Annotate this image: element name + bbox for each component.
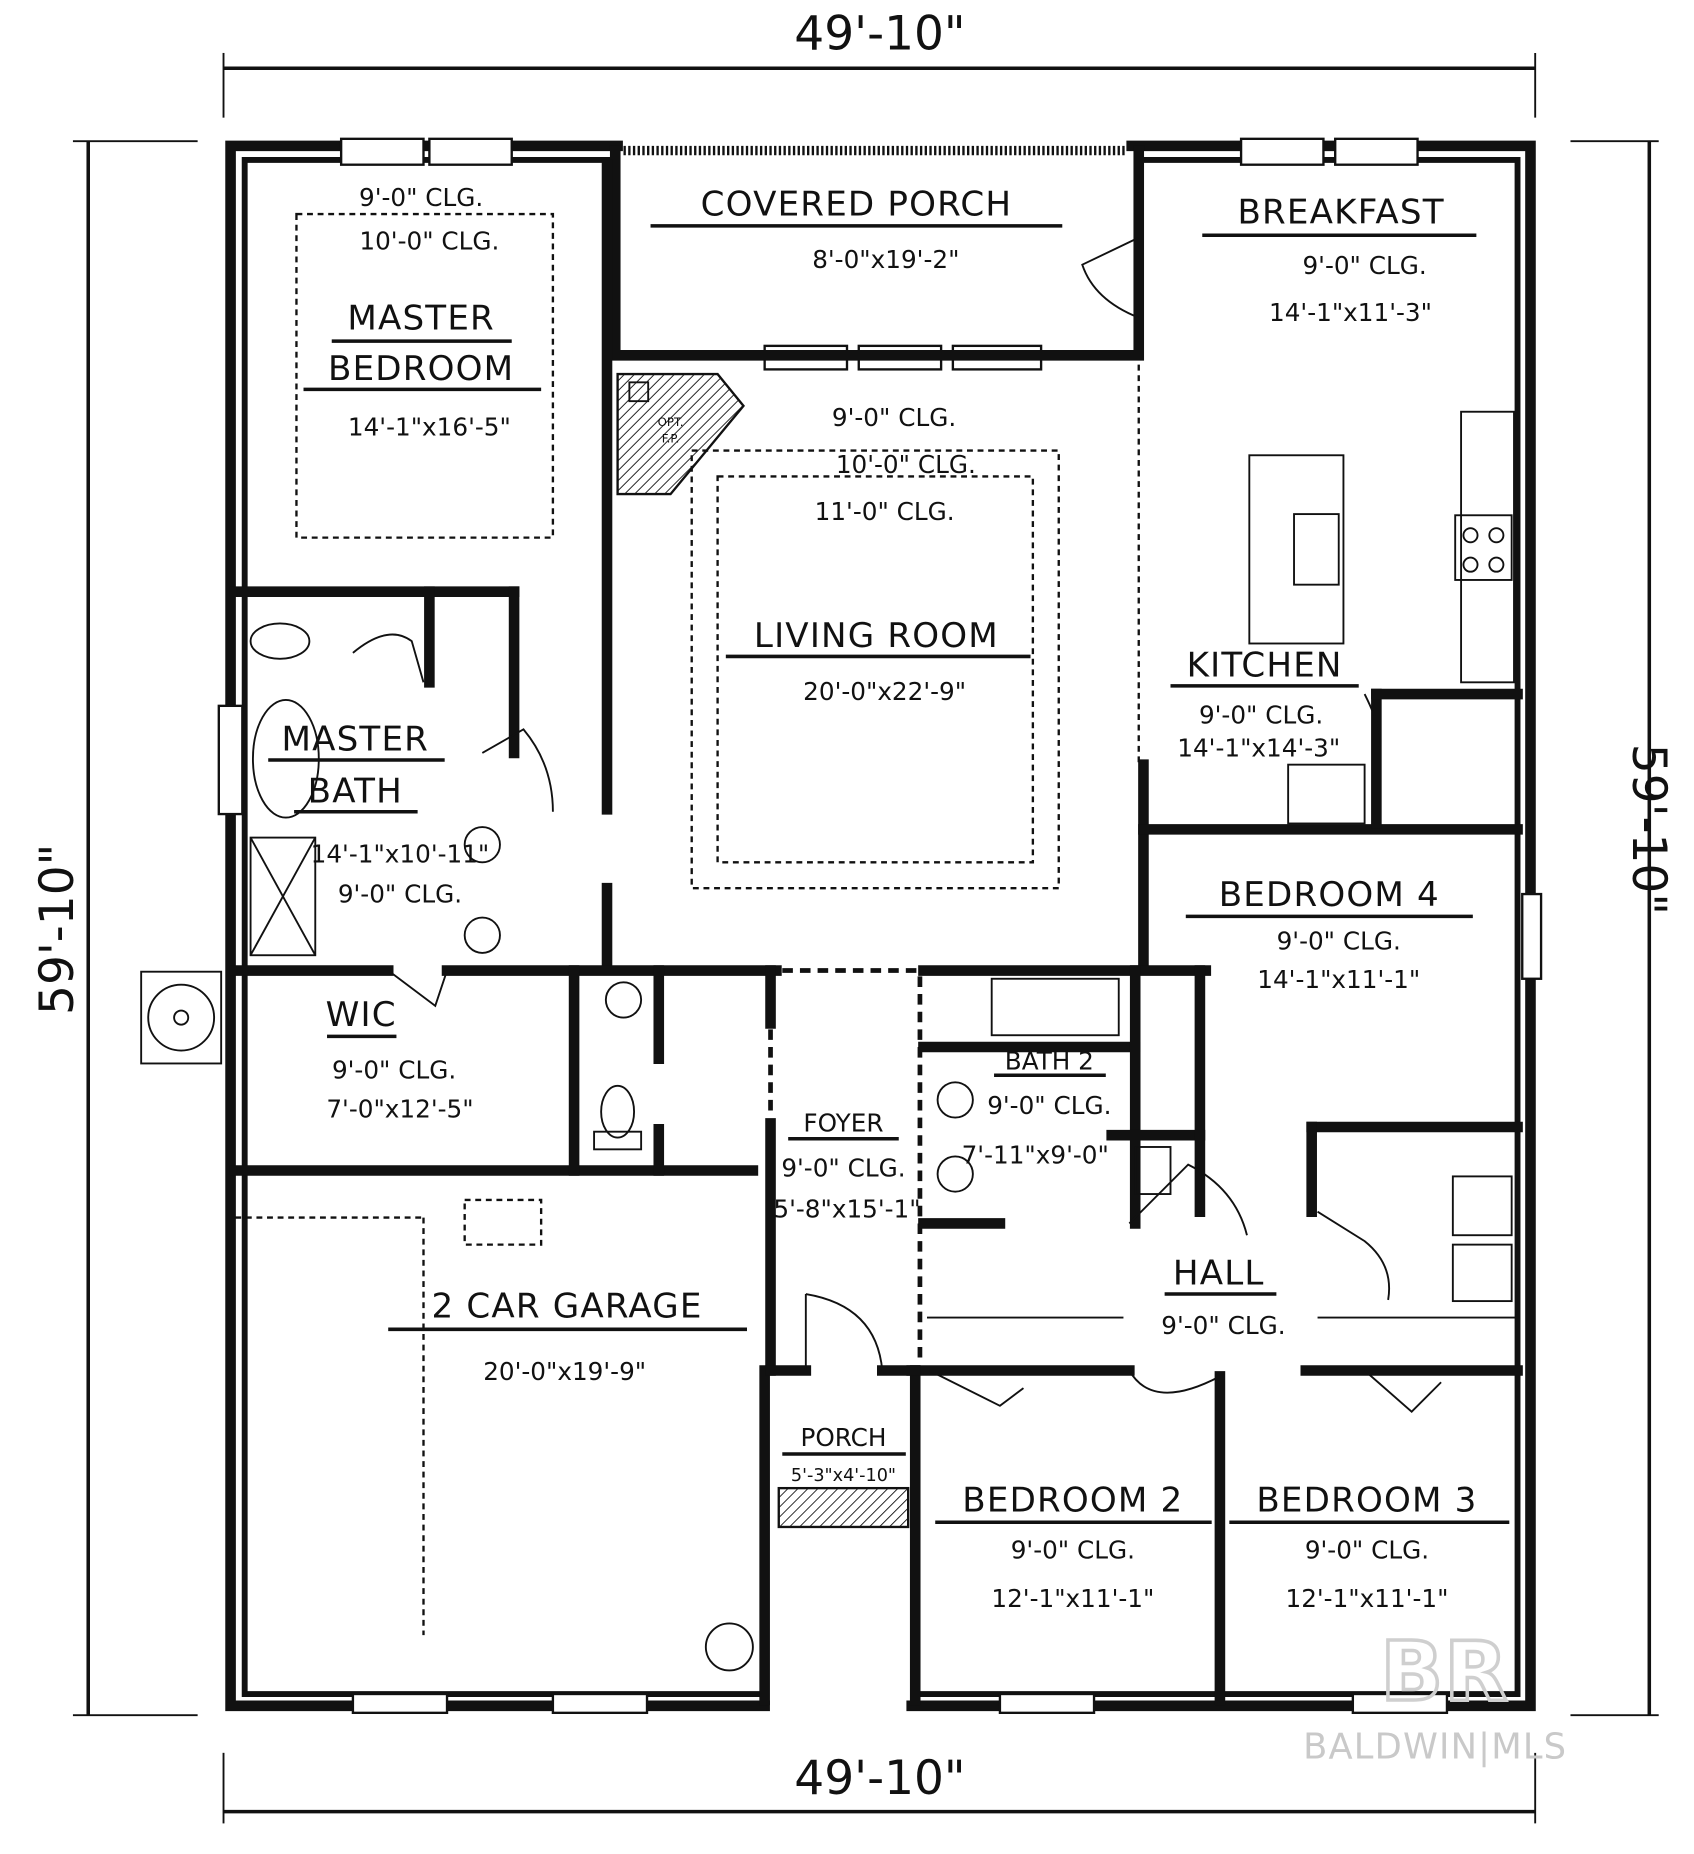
ceiling-label: 10'-0" CLG. [836,450,976,479]
room-bedroom-4: BEDROOM 4 9'-0" CLG. 14'-1"x11'-1" [1185,875,1473,994]
room-title: KITCHEN [1187,645,1343,685]
room-size: 20'-0"x19'-9" [483,1357,646,1386]
ceiling-label: 9'-0" CLG. [1011,1536,1135,1565]
room-size: 14'-1"x11'-1" [1257,965,1420,994]
room-size: 7'-11"x9'-0" [962,1140,1109,1169]
ceiling-label: 9'-0" CLG. [1161,1311,1285,1340]
room-bath-2: BATH 2 9'-0" CLG. 7'-11"x9'-0" [962,1046,1112,1169]
room-size: 14'-1"x11'-3" [1269,298,1432,327]
room-title: FOYER [803,1109,883,1138]
room-living-room: 9'-0" CLG. 10'-0" CLG. 11'-0" CLG. LIVIN… [725,403,1031,706]
living-tray-ceiling-inner [716,475,1035,864]
ceiling-label: 11'-0" CLG. [815,497,955,526]
room-title: WIC [326,995,397,1035]
dimension-top-label: 49'-10" [794,6,965,61]
room-size: 14'-1"x16'-5" [348,412,511,441]
dimension-bottom-label: 49'-10" [794,1751,965,1806]
room-covered-porch: COVERED PORCH 8'-0"x19'-2" [650,184,1063,274]
ceiling-label: 9'-0" CLG. [359,183,483,212]
room-title: 2 CAR GARAGE [431,1287,702,1327]
dimension-top: 49'-10" [222,6,1537,118]
room-porch: PORCH 5'-3"x4'-10" [782,1423,906,1486]
room-size: 20'-0"x22'-9" [803,677,966,706]
room-title: BEDROOM 4 [1219,875,1440,915]
room-size: 12'-1"x11'-1" [991,1584,1154,1613]
room-foyer: FOYER 9'-0" CLG. 5'-8"x15'-1" [773,1109,920,1224]
fireplace-label-1: OPT. [658,415,684,429]
dimension-left: 59'-10" [30,140,198,1717]
room-title: COVERED PORCH [701,184,1013,224]
room-master-bath: MASTER BATH 14'-1"x10'-11" 9'-0" CLG. [268,720,490,908]
room-bedroom-3: BEDROOM 3 9'-0" CLG. 12'-1"x11'-1" [1229,1481,1510,1613]
watermark-logo: BR BALDWIN|MLS [1303,1623,1567,1768]
dimension-bottom: 49'-10" [222,1751,1537,1824]
room-size: 12'-1"x11'-1" [1285,1584,1448,1613]
room-kitchen: KITCHEN 9'-0" CLG. 14'-1"x14'-3" [1170,645,1359,762]
room-title: LIVING ROOM [754,616,999,656]
room-title: BEDROOM 2 [962,1481,1183,1521]
room-title: MASTER [281,720,429,760]
ceiling-label: 9'-0" CLG. [338,879,462,908]
master-tray-ceiling [295,212,555,539]
ceiling-label: 9'-0" CLG. [781,1153,905,1182]
ceiling-label: 9'-0" CLG. [332,1056,456,1085]
ceiling-label: 9'-0" CLG. [1199,700,1323,729]
room-title: BEDROOM 3 [1256,1481,1477,1521]
room-bedroom-2: BEDROOM 2 9'-0" CLG. 12'-1"x11'-1" [935,1481,1212,1613]
room-size: 8'-0"x19'-2" [812,245,959,274]
ceiling-label: 10'-0" CLG. [359,226,499,255]
dimension-right: 59'-10" [1570,140,1676,1717]
ac-unit-icon [140,970,223,1065]
fixtures: OPT. F.P. [140,236,1515,1672]
ceiling-label: 9'-0" CLG. [987,1091,1111,1120]
room-hall: HALL 9'-0" CLG. [1161,1254,1285,1340]
room-breakfast: BREAKFAST 9'-0" CLG. 14'-1"x11'-3" [1202,193,1477,327]
room-title: BEDROOM [328,349,514,389]
dimension-right-label: 59'-10" [1621,744,1676,915]
room-title: BATH [308,771,403,811]
living-tray-ceiling-outer [690,449,1060,890]
ceiling-label: 9'-0" CLG. [1302,251,1426,280]
fireplace-label-2: F.P. [662,431,680,445]
watermark-logo-letters: BR [1380,1625,1509,1720]
watermark-text: BALDWIN|MLS [1303,1727,1567,1768]
room-size: 14'-1"x10'-11" [311,839,490,868]
room-title: PORCH [800,1423,886,1452]
room-size: 5'-8"x15'-1" [773,1195,920,1224]
room-wic: WIC 9'-0" CLG. 7'-0"x12'-5" [326,995,474,1124]
ceiling-label: 9'-0" CLG. [1305,1536,1429,1565]
ceiling-label: 9'-0" CLG. [1277,926,1401,955]
room-size: 14'-1"x14'-3" [1177,733,1340,762]
ceiling-label: 9'-0" CLG. [832,403,956,432]
room-title: BREAKFAST [1237,193,1444,233]
dimension-left-label: 59'-10" [30,844,85,1015]
room-title: HALL [1173,1254,1265,1294]
room-title: MASTER [347,298,495,338]
room-size: 7'-0"x12'-5" [326,1095,473,1124]
room-size: 5'-3"x4'-10" [791,1466,896,1486]
room-title: BATH 2 [1005,1046,1094,1075]
room-garage: 2 CAR GARAGE 20'-0"x19'-9" [388,1287,748,1386]
room-master-bedroom: 9'-0" CLG. 10'-0" CLG. MASTER BEDROOM 14… [303,183,542,441]
